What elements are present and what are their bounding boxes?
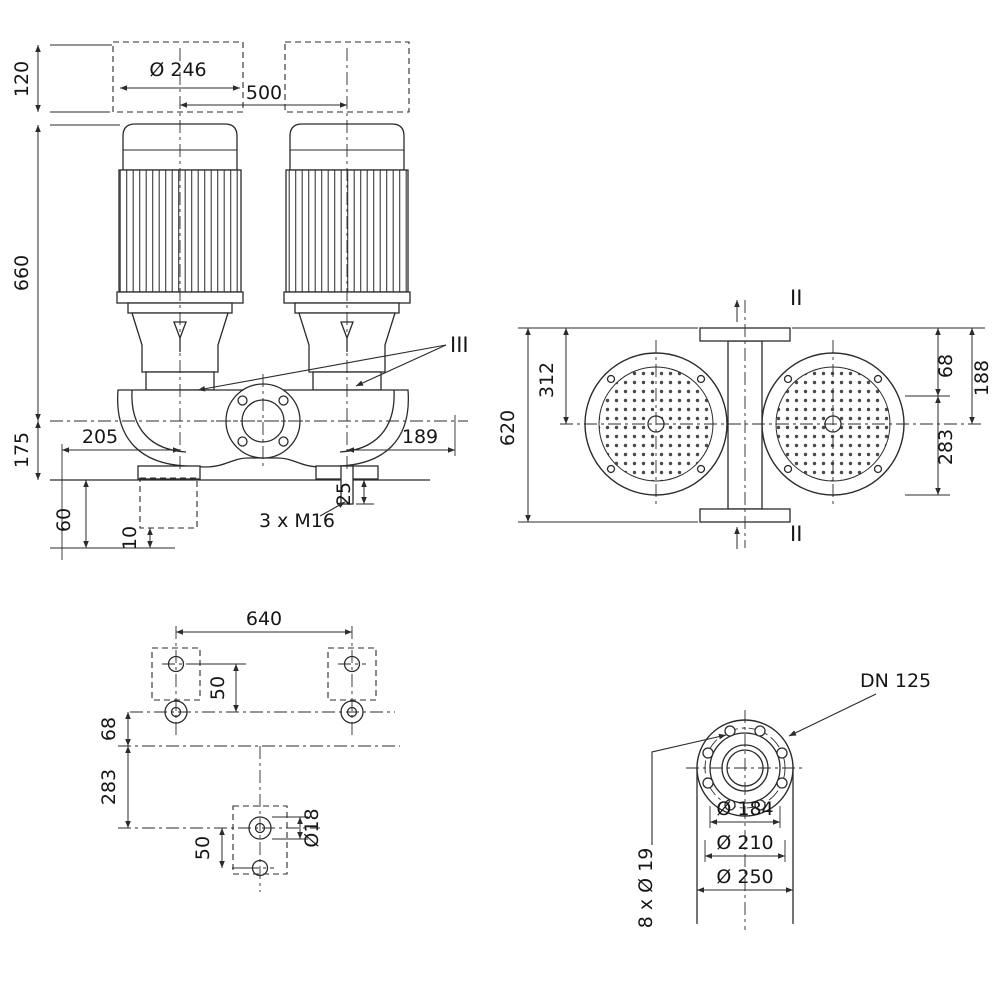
dim-overall-depth: 620 (497, 410, 519, 446)
dim-hole-diameter: Ø18 (301, 808, 323, 847)
top-view: 620 312 68 283 188 II II (497, 286, 993, 549)
foot-left (137, 465, 201, 480)
flange-centerlines (686, 710, 804, 930)
dim-base-left: 205 (82, 426, 118, 448)
foundation-recess (139, 477, 198, 529)
dim-depth-right: 188 (971, 360, 993, 396)
dim-rear-offset: 283 (98, 769, 120, 805)
dim-motor-spacing: 500 (246, 82, 282, 104)
dim-axis-offset: 68 (935, 354, 957, 378)
foundation-view: 640 50 68 283 50 Ø18 (98, 608, 400, 892)
front-centerlines (50, 48, 468, 472)
top-dimensions (525, 328, 975, 522)
dim-raised-face: Ø 184 (716, 798, 773, 820)
dim-rear-hole-offset: 50 (192, 836, 214, 860)
flange-view: DN 125 Ø 184 Ø 210 Ø 250 8 x Ø 19 (635, 670, 931, 930)
foundation-centerlines (118, 626, 400, 892)
dim-base-right: 189 (402, 426, 438, 448)
dim-nominal-diameter: DN 125 (860, 670, 931, 692)
flange-dimensions (651, 693, 877, 893)
dim-bolt-spacing: 640 (246, 608, 282, 630)
dim-total-height: 660 (11, 255, 33, 291)
dim-flange-to-axis: 312 (536, 362, 558, 398)
dn125-leader (788, 693, 877, 737)
dim-grout-thickness: 10 (119, 526, 141, 550)
section-label-ii-top: II (790, 286, 802, 310)
top-extension-lines (518, 327, 985, 523)
dim-bolt-circle: Ø 210 (716, 832, 773, 854)
front-view: 120 Ø 246 500 660 175 205 189 III 3 x M1… (11, 41, 469, 560)
clearance-box-left (112, 41, 244, 113)
dim-front-hole-offset: 50 (207, 676, 229, 700)
dim-foundation-axis-offset: 68 (98, 717, 120, 741)
front-extension-lines (50, 44, 456, 560)
clearance-box-right (284, 41, 410, 113)
dim-axis-to-rear: 283 (935, 429, 957, 465)
dim-outer-diameter: Ø 250 (716, 866, 773, 888)
section-label-ii-bottom: II (790, 522, 802, 546)
dim-bolt-holes: 8 x Ø 19 (635, 848, 657, 929)
top-centerlines (560, 300, 985, 548)
front-dimensions (35, 45, 455, 548)
label-drain-plugs: 3 x M16 (259, 510, 335, 532)
dim-clearance-height: 120 (11, 61, 33, 97)
dim-foundation-depth: 60 (53, 508, 75, 532)
bolt-holes-leader (651, 733, 727, 845)
dim-plug-protrusion: 25 (333, 482, 355, 506)
dim-axis-to-base: 175 (11, 432, 33, 468)
dim-motor-diameter: Ø 246 (149, 59, 206, 81)
foundation-dimensions (125, 629, 352, 868)
section-label-iii: III (450, 333, 469, 357)
anchor-plate-rear (232, 805, 288, 875)
